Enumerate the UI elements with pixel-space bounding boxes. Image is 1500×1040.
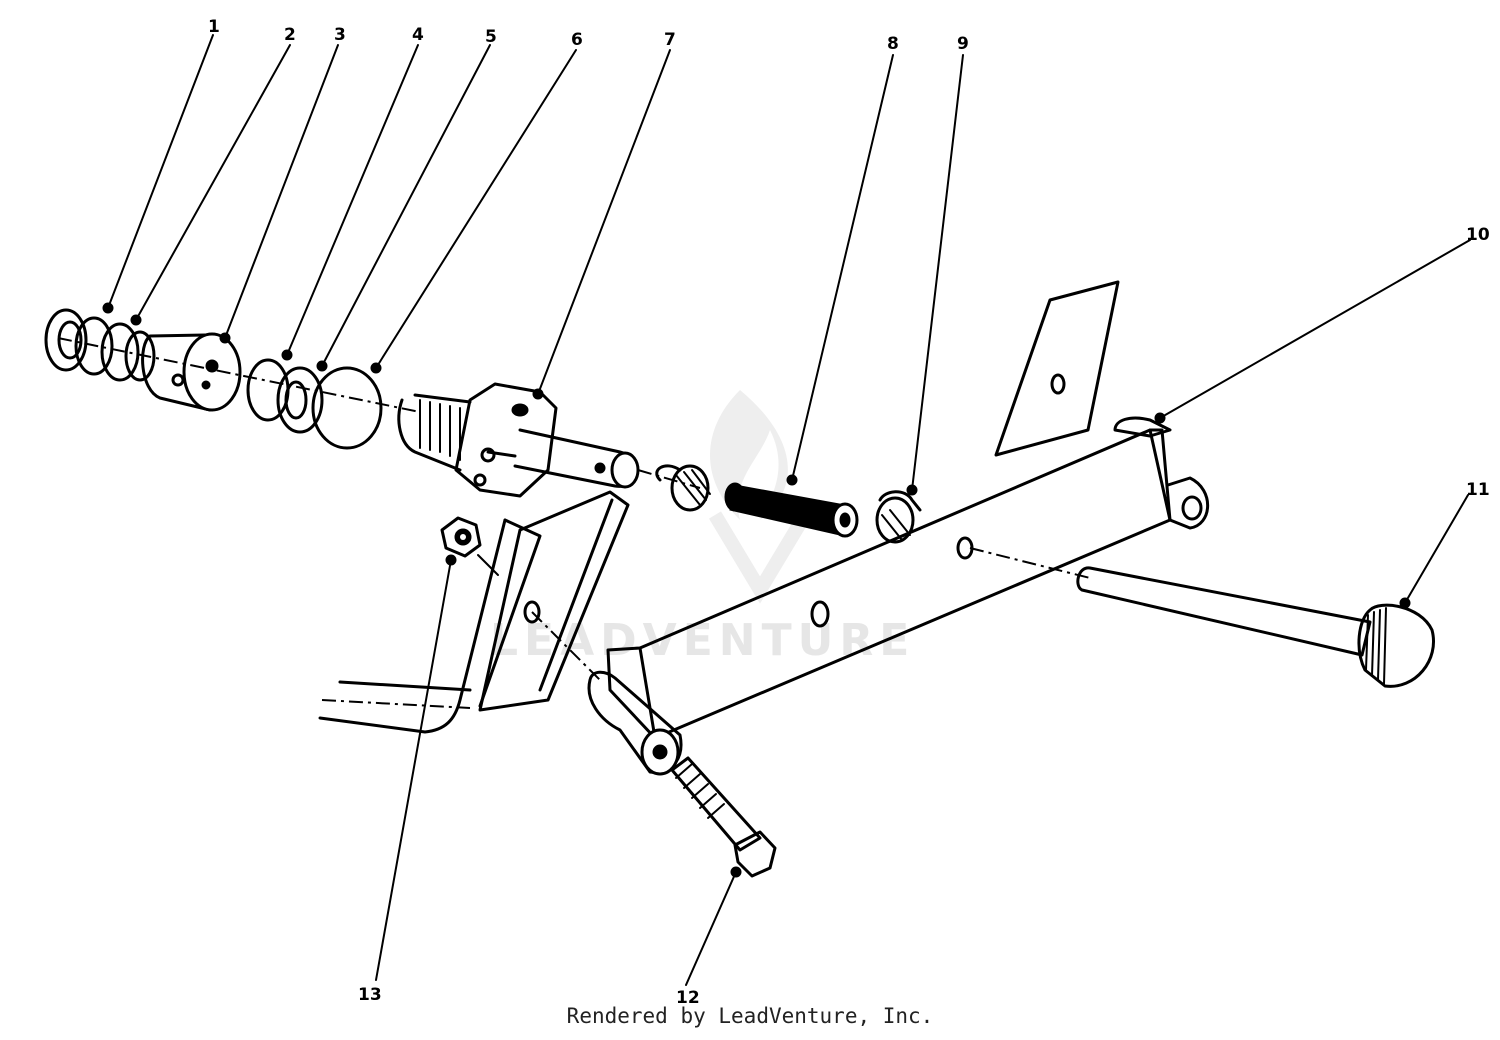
part-5-ring — [276, 366, 324, 434]
callout-8: 8 — [887, 34, 899, 54]
part-13-nut — [440, 516, 499, 576]
callout-1: 1 — [208, 17, 220, 37]
callout-12: 12 — [676, 988, 700, 1008]
callout-3: 3 — [334, 25, 346, 45]
part-11-rod-knob — [969, 547, 1435, 688]
part-7-valve-body — [397, 382, 640, 498]
mounting-bracket — [318, 490, 630, 734]
callout-5: 5 — [485, 27, 497, 47]
assembly-axis-line-3 — [531, 611, 601, 681]
assembly-axis-line — [57, 337, 421, 413]
assembly-axis-line-2 — [637, 469, 701, 489]
callout-6: 6 — [571, 30, 583, 50]
callout-10: 10 — [1466, 225, 1490, 245]
part-10-frame-arm — [587, 416, 1210, 776]
callout-9: 9 — [957, 34, 969, 54]
callout-2: 2 — [284, 25, 296, 45]
mounting-plate — [994, 280, 1120, 457]
callout-11: 11 — [1466, 480, 1490, 500]
callout-4: 4 — [412, 25, 424, 45]
part-1-washer — [44, 308, 88, 372]
part-3-housing — [141, 332, 242, 412]
part-2-ring — [74, 316, 156, 382]
part-4-ring — [246, 358, 290, 422]
part-6-o-ring — [311, 366, 383, 450]
hose-clamp-left — [655, 464, 711, 512]
callout-numbers: 1 2 3 4 5 6 7 8 9 10 11 12 13 — [208, 17, 1490, 1008]
part-12-bolt — [670, 756, 777, 878]
part-8-hose — [724, 482, 859, 538]
part-9-hose-clamp — [875, 490, 922, 544]
callout-13: 13 — [358, 985, 382, 1005]
callout-7: 7 — [664, 30, 676, 50]
leader-lines — [102, 34, 1471, 986]
credit-text: Rendered by LeadVenture, Inc. — [566, 1004, 934, 1028]
